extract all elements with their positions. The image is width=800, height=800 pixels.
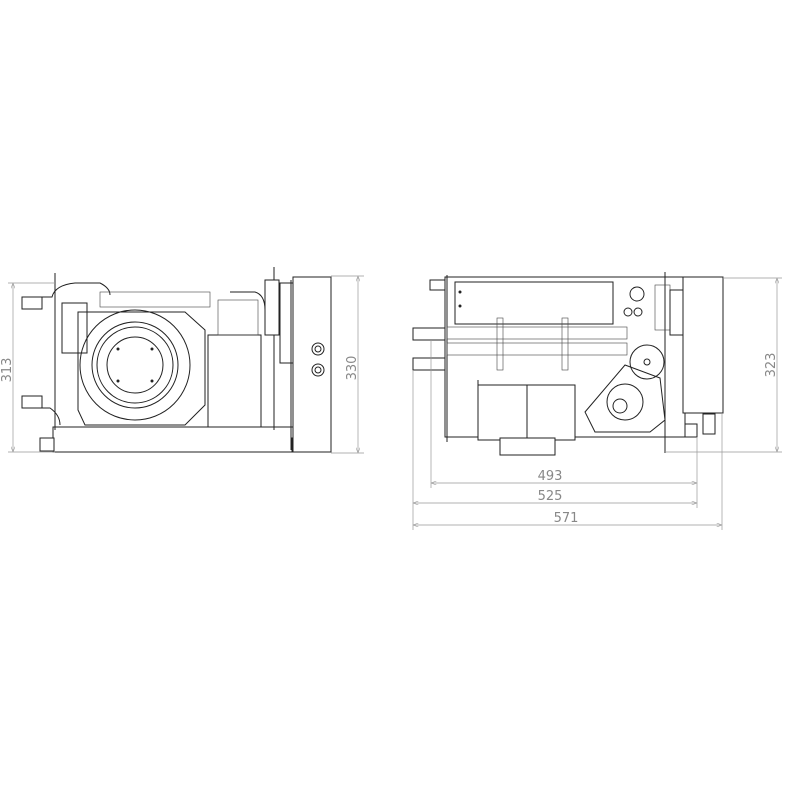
- dimension-493: 493: [538, 469, 563, 484]
- compressor: [606, 383, 644, 421]
- cable-gland: [702, 413, 716, 435]
- port-bottom: [311, 363, 325, 377]
- dimension-323: 323: [764, 353, 779, 378]
- compressor-bracket: [584, 364, 666, 433]
- fan-outer-ring: [79, 309, 191, 421]
- dimension-571: 571: [554, 511, 579, 526]
- pipe-stub-bottom: [412, 357, 446, 371]
- side-box: [292, 276, 332, 453]
- dimension-313: 313: [0, 358, 15, 383]
- pipe-stub-top: [412, 327, 446, 341]
- pipe-stub-bottom: [21, 395, 43, 409]
- front-view-dimensions: 313 330: [0, 275, 364, 454]
- valve: [629, 286, 645, 302]
- side-box: [682, 276, 724, 414]
- front-view: [21, 267, 332, 453]
- receiver-tank: [629, 344, 665, 380]
- side-view-dimensions: 323 493 525 571: [412, 277, 782, 530]
- fan-housing: [77, 311, 206, 426]
- port-top: [311, 342, 325, 356]
- electrical-panel: [454, 281, 614, 325]
- compressor: [207, 334, 262, 428]
- control-box: [61, 302, 88, 354]
- dimension-330: 330: [345, 356, 360, 381]
- base-plate: [52, 426, 294, 453]
- fan-hub: [106, 336, 164, 394]
- pipe-stub-top: [21, 296, 43, 310]
- side-view: [412, 272, 724, 456]
- dimension-525: 525: [538, 489, 563, 504]
